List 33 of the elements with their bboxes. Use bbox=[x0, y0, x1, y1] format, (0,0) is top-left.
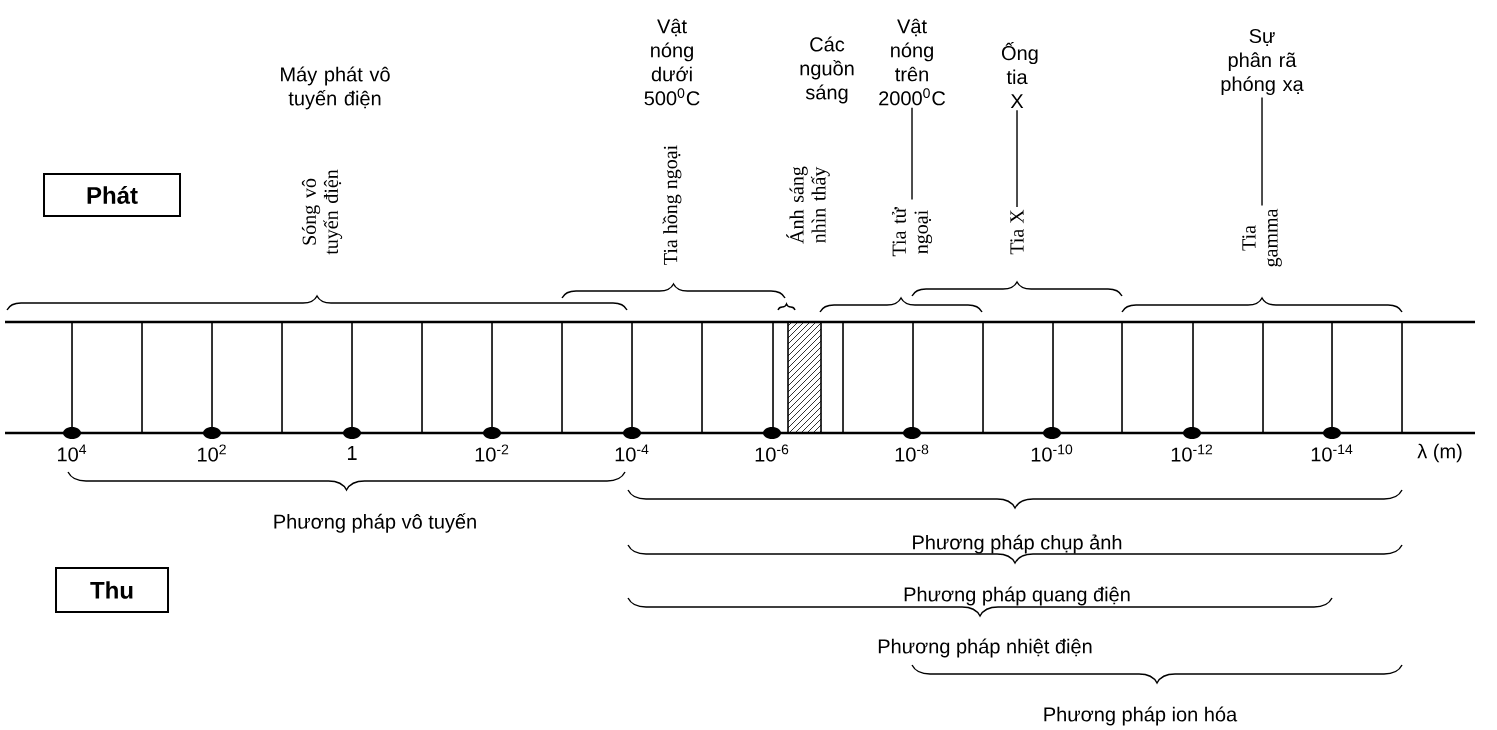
source-label: Vật nóng dưới 500$^{0}$C bbox=[644, 18, 700, 106]
source-label: Vật nóng trên 2000$^{0}$C bbox=[879, 18, 946, 106]
tick-label: 1 bbox=[348, 446, 357, 460]
label-box: Thu bbox=[55, 567, 169, 613]
leader-line bbox=[1016, 109, 1018, 208]
axis-unit: λ (m) bbox=[1417, 443, 1462, 463]
ray-label: Tia gamma bbox=[1242, 208, 1282, 267]
tick-label: 10$^{-8}$ bbox=[895, 444, 929, 462]
label-box: Phát bbox=[43, 173, 181, 217]
source-label: Máy phát vô tuyến điện bbox=[281, 66, 390, 110]
tick-label: 10$^{-2}$ bbox=[475, 444, 509, 462]
tick-label: 10$^{-6}$ bbox=[755, 444, 789, 462]
tick-label: 10$^{2}$ bbox=[198, 444, 226, 462]
ray-label: Tia hồng ngoại bbox=[662, 145, 682, 265]
tick-label: 10$^{4}$ bbox=[58, 444, 87, 462]
ray-label: Sóng vô tuyến điện bbox=[301, 169, 343, 255]
source-label: Sự phân rã phóng xạ bbox=[1221, 28, 1304, 96]
ray-label: Tia tử ngoại bbox=[891, 206, 933, 257]
ray-label: Tia X bbox=[1010, 209, 1024, 255]
ray-label: Ánh sáng nhìn thấy bbox=[786, 166, 830, 244]
tick-label: 10$^{-12}$ bbox=[1171, 444, 1213, 462]
method-label: Phương pháp ion hóa bbox=[1044, 706, 1238, 726]
method-label: Phương pháp vô tuyến bbox=[274, 513, 476, 533]
tick-label: 10$^{-4}$ bbox=[615, 444, 649, 462]
tick-label: 10$^{-14}$ bbox=[1311, 444, 1353, 462]
method-label: Phương pháp quang điện bbox=[904, 586, 1130, 606]
leader-line bbox=[911, 107, 913, 201]
leader-line bbox=[1261, 96, 1263, 207]
tick-label: 10$^{-10}$ bbox=[1031, 444, 1073, 462]
method-label: Phương pháp chụp ảnh bbox=[913, 534, 1122, 554]
method-label: Phương pháp nhiệt điện bbox=[878, 638, 1092, 658]
source-label: Ống tia X bbox=[1001, 42, 1038, 108]
source-label: Các nguồn sáng bbox=[800, 36, 854, 104]
